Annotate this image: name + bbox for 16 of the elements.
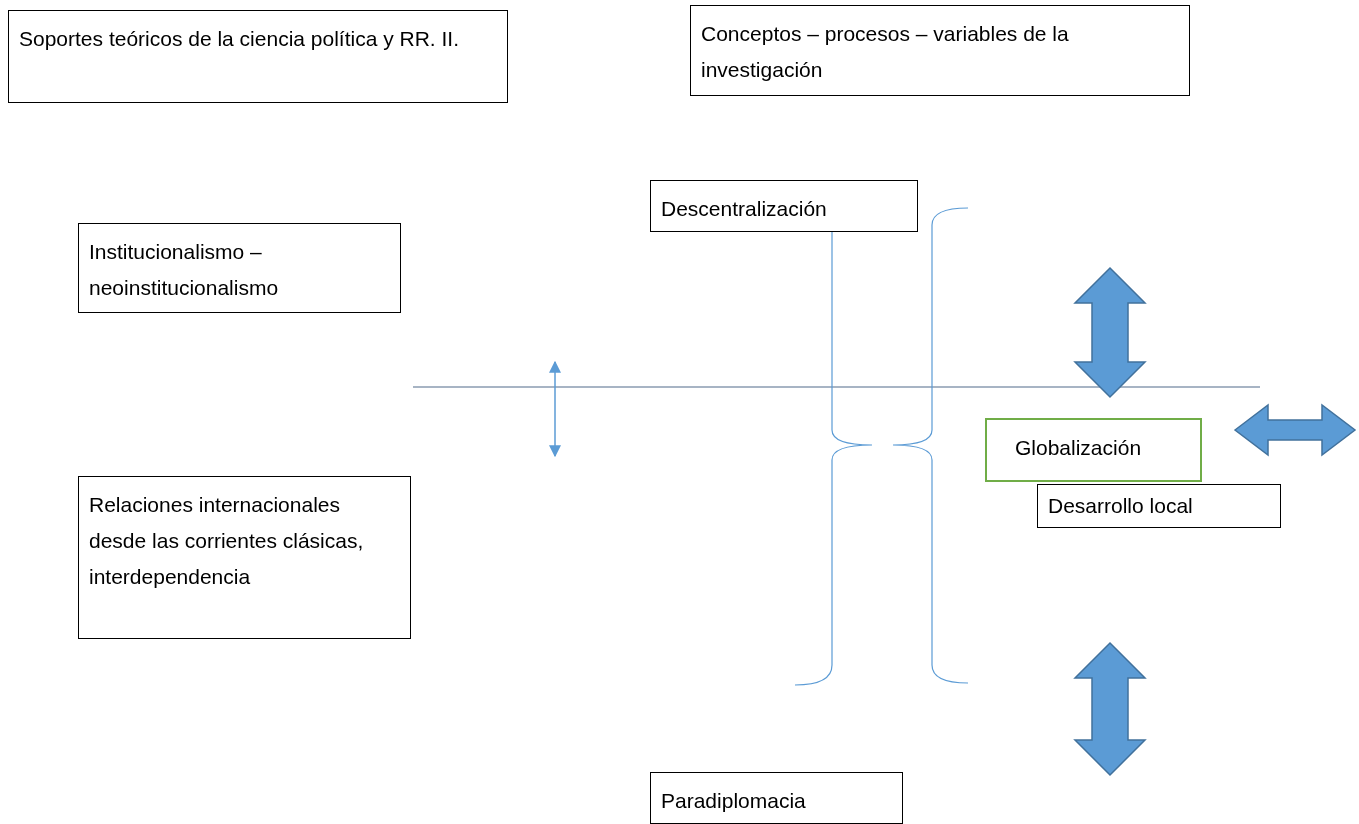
text-box xyxy=(1037,484,1281,528)
box-text: Institucionalismo – neoinstitucionalismo xyxy=(89,239,280,301)
text-box xyxy=(650,772,903,824)
text-box xyxy=(985,418,1202,482)
box-text: Soportes teóricos de la ciencia política y RR. II. xyxy=(19,26,461,52)
box-text: Relaciones internacionales desde las corrientes clásicas, interdependencia xyxy=(89,492,365,590)
box-text: Paradiplomacia xyxy=(661,788,807,814)
box-text: Conceptos – procesos – variables de la investigación xyxy=(701,21,1070,83)
box-text: Desarrollo local xyxy=(1048,493,1194,519)
text-box xyxy=(78,476,411,639)
text-box xyxy=(78,223,401,313)
text-box xyxy=(690,5,1190,96)
box-text: Globalización xyxy=(1015,435,1143,461)
text-box xyxy=(650,180,918,232)
box-text: Descentralización xyxy=(661,196,828,222)
text-box xyxy=(8,10,508,103)
